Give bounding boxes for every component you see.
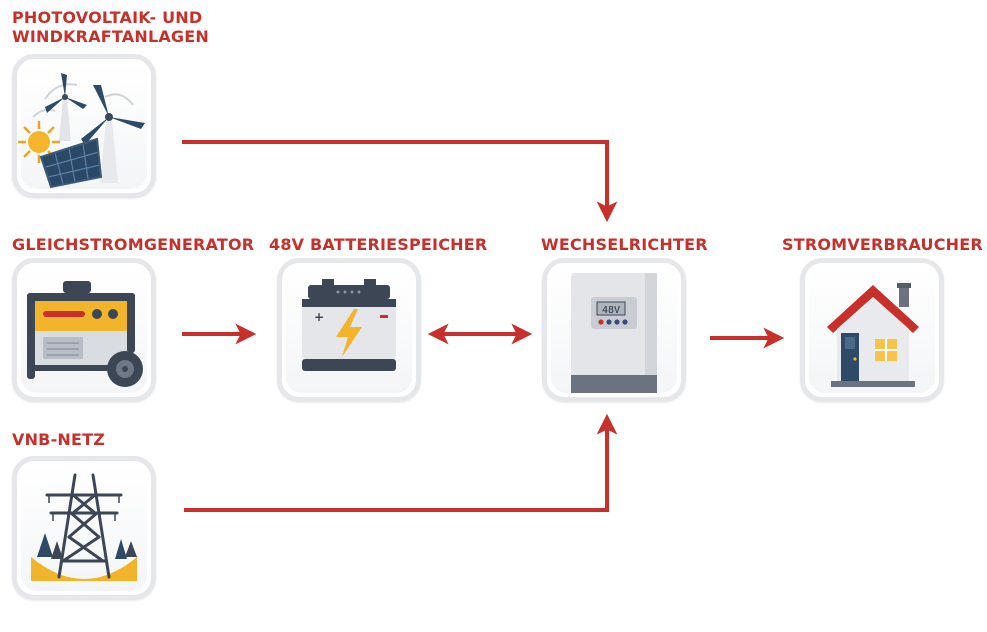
solar-wind-icon [18,73,145,189]
battery-label: 48V BATTERIESPEICHER [269,235,488,254]
grid-node [12,456,156,600]
inverter-label: WECHSELRICHTER [541,235,708,254]
inverter-icon: 48V [571,273,657,393]
pv-wind-label-line2: WINDKRAFTANLAGEN [12,27,209,46]
dc-generator-label: GLEICHSTROMGENERATOR [12,235,255,254]
consumer-label: STROMVERBRAUCHER [782,235,983,254]
arrow-pv-to-inverter [182,140,618,223]
power-pylon-icon [31,473,137,581]
battery-node: + [277,258,421,402]
inverter-display-text: 48V [602,305,620,316]
grid-label: VNB-NETZ [12,430,106,449]
svg-text:+: + [314,310,324,324]
pv-wind-node [12,54,156,198]
consumer-node [800,258,944,402]
battery-icon: + [302,279,396,371]
generator-icon [27,281,143,387]
arrow-grid-to-inverter [184,413,618,512]
dc-generator-node [12,258,156,402]
pv-wind-label: PHOTOVOLTAIK- UND WINDKRAFTANLAGEN [12,8,209,46]
pv-wind-label-line1: PHOTOVOLTAIK- UND [12,8,203,27]
inverter-node: 48V [542,258,686,402]
house-icon [827,283,919,387]
